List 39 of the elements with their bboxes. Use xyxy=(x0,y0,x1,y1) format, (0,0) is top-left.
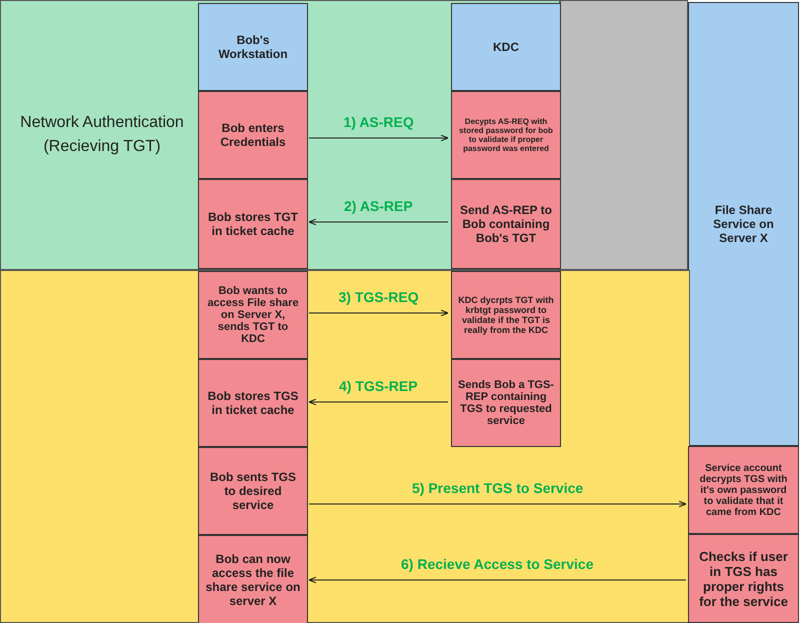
arrow xyxy=(308,134,449,142)
lane-header xyxy=(688,2,799,446)
phase-band xyxy=(0,0,560,270)
phase-band xyxy=(0,270,690,623)
step-text: File Share Service on Server X xyxy=(712,203,775,245)
step-box xyxy=(198,271,308,359)
step-text: Bob wants to access File share on Server X, sends TGT to KDC xyxy=(206,285,300,345)
step-box xyxy=(688,534,799,623)
step-text: Bob's Workstation xyxy=(217,33,289,61)
arrow xyxy=(308,398,448,406)
step-text: Bob stores TGS in ticket cache xyxy=(206,389,300,417)
arrow xyxy=(308,310,449,316)
step-text: Send AS-REP to Bob containing Bob's TGT xyxy=(458,203,553,245)
band-title: Network Authentication (Recieving TGT) xyxy=(19,113,185,157)
step-box xyxy=(198,359,308,447)
arrow xyxy=(308,576,686,584)
lane-header xyxy=(198,3,308,91)
step-box xyxy=(688,446,799,534)
arrow xyxy=(308,500,687,508)
step-box xyxy=(198,447,308,535)
step-text: Bob can now access the file share service on server X xyxy=(204,552,302,608)
step-box xyxy=(451,359,561,447)
step-box xyxy=(451,179,561,269)
step-text: Bob sents TGS to desired service xyxy=(208,470,297,512)
lane-header xyxy=(451,3,561,91)
step-text: Bob stores TGT in ticket cache xyxy=(206,210,299,238)
step-box xyxy=(198,91,308,179)
step-box xyxy=(451,91,561,179)
step-text: Decypts AS-REQ with stored password for bob to validate if proper password was entered xyxy=(458,117,554,153)
step-text: Bob enters Credentials xyxy=(219,121,287,149)
step-box xyxy=(198,179,308,269)
arrow xyxy=(308,218,448,226)
step-text: KDC dycrpts TGT with krbtgt password to validate if the TGT is really from the KDC xyxy=(457,295,555,335)
step-box xyxy=(198,535,308,623)
step-text: Service account decrypts TGS with it's own password to validate that it came from KDC xyxy=(698,462,788,518)
step-text: Sends Bob a TGS-REP containing TGS to requested service xyxy=(457,379,555,427)
step-text: KDC xyxy=(492,40,520,54)
step-text: Checks if user in TGS has proper rights for the service xyxy=(698,548,789,608)
step-box xyxy=(451,271,561,359)
